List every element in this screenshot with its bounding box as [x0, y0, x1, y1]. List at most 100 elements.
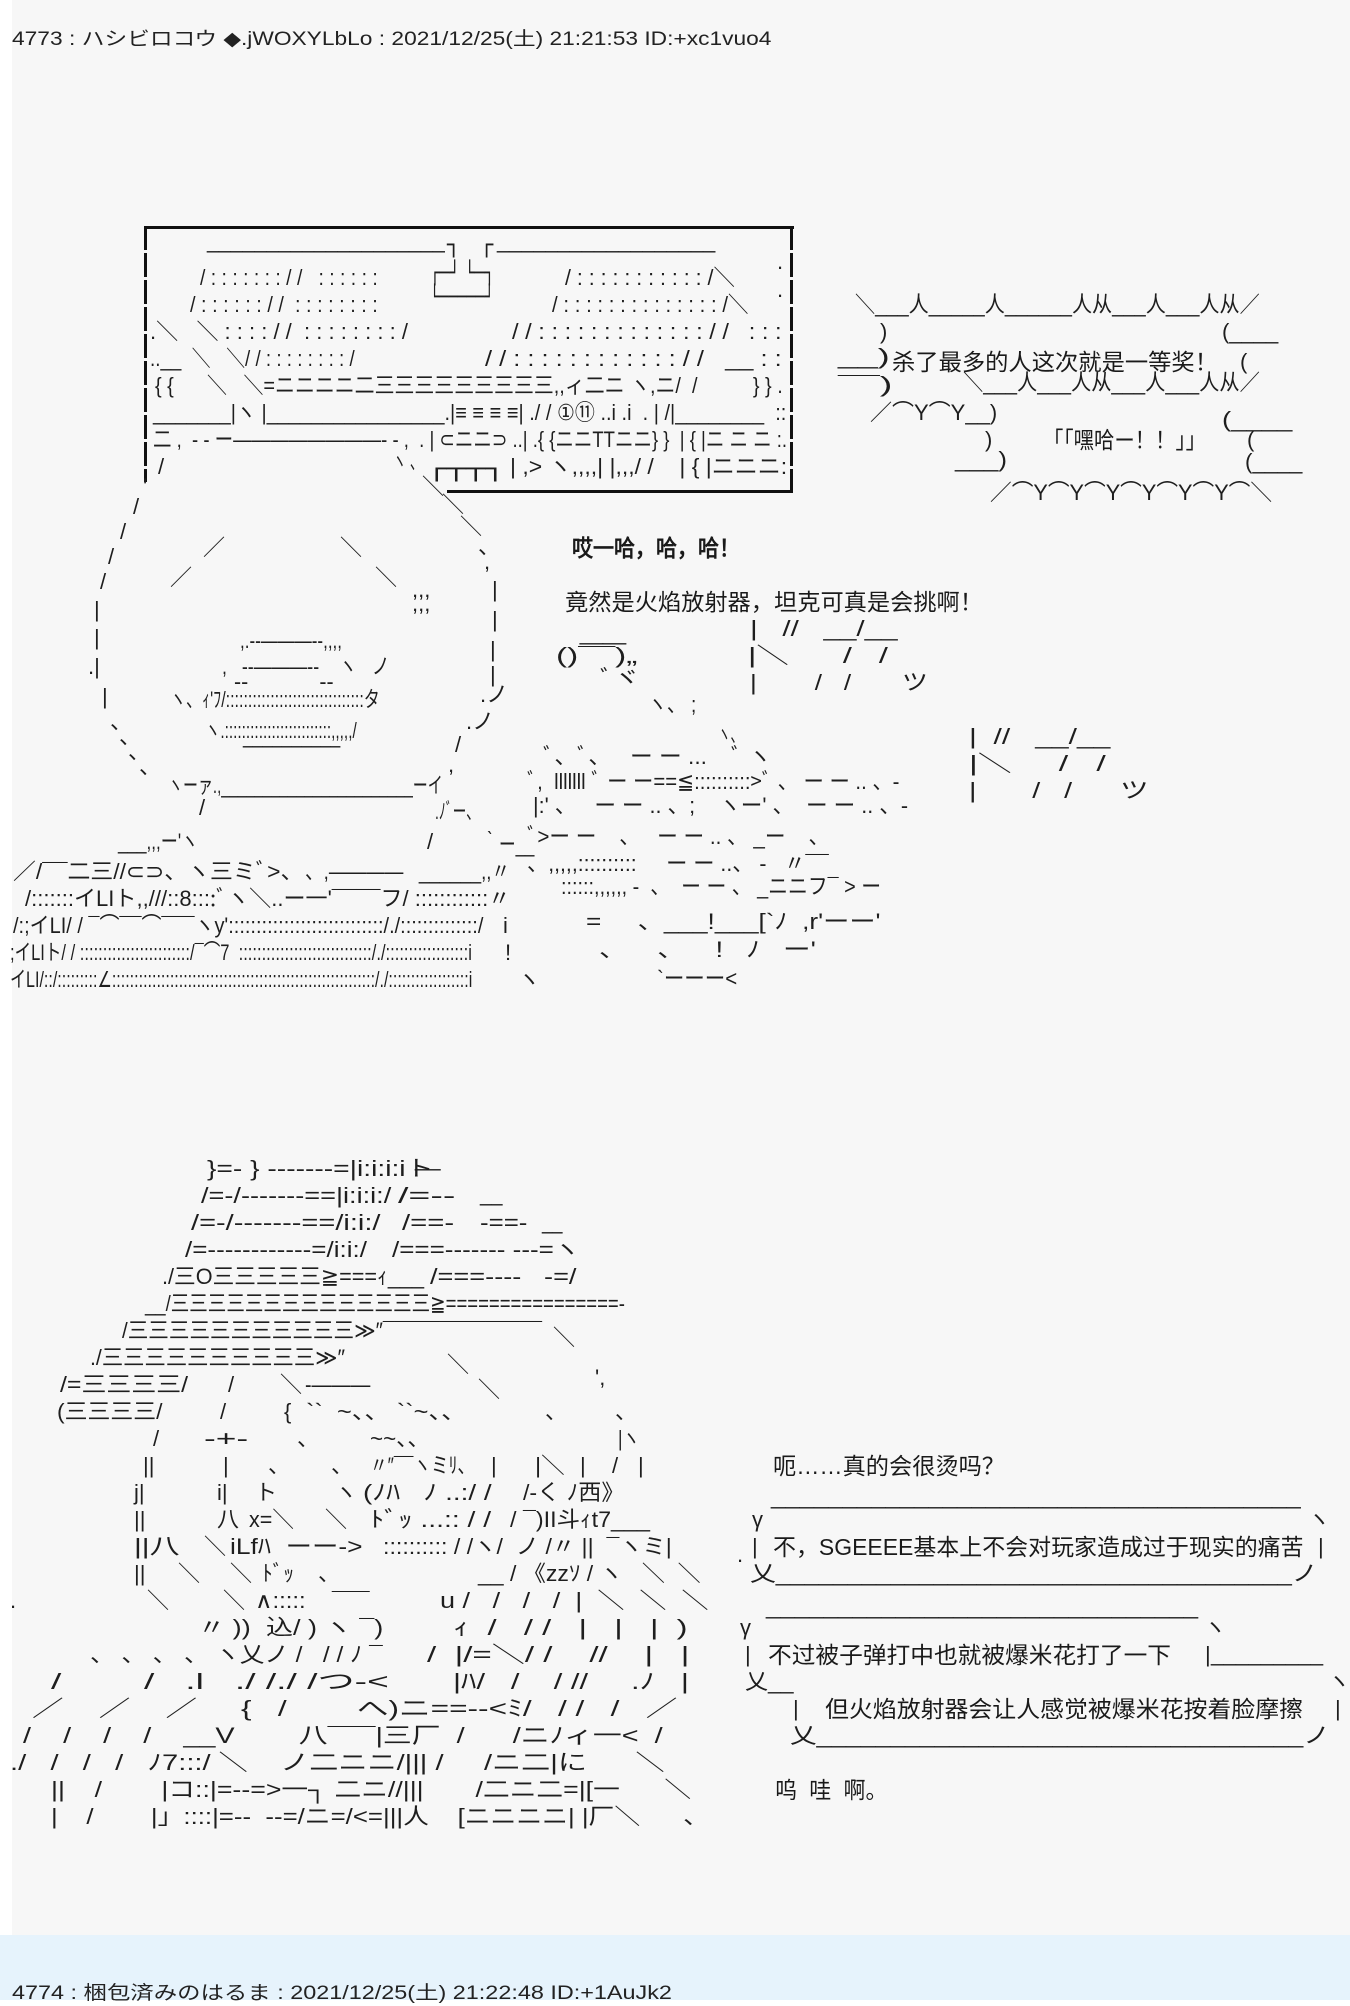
- character-art: /: [220, 1399, 227, 1424]
- character-art: /: [612, 1453, 619, 1478]
- reply-bubble-border: _____________________________________: [771, 1484, 1301, 1509]
- character-art: `` ~、、 ``~、、: [306, 1399, 467, 1424]
- speech-bubble-border: (: [1240, 349, 1248, 374]
- character-art: 、 、 、 、 ヽ乂ノ / / / ﾉ ¯: [90, 1642, 383, 1667]
- user-id[interactable]: ID:+xc1vuo4: [644, 29, 772, 50]
- face-outline: ,: [448, 752, 455, 777]
- reply-bubble-border: 乂_________________________________ノ: [790, 1723, 1330, 1748]
- face-outline: .ノ: [466, 709, 495, 734]
- character-art: / / / / __V 八¯¯¯|三厂 / /ニﾉィ一< /: [23, 1723, 663, 1748]
- character-art: -+-: [204, 1426, 249, 1451]
- character-art: 、: [331, 1453, 354, 1478]
- ascii-art-fragment: /: [158, 454, 165, 479]
- character-art: -==-: [480, 1210, 528, 1235]
- face-outline: |: [492, 577, 498, 602]
- face-outline: ___,,,ー'ヽ: [118, 829, 199, 854]
- character-art: ./三三三三三三三三三三≫″: [90, 1345, 346, 1370]
- character-art: {: [284, 1399, 292, 1424]
- reply-bubble-border: ヽ: [1204, 1615, 1227, 1640]
- mouth: ヽ.:::::::::::::::::::::::::,,,,,/: [205, 718, 357, 743]
- character-art: |ﾊ/ / / // .ﾉ |: [453, 1669, 689, 1694]
- character-art: ＼: [478, 1377, 501, 1402]
- face-outline: ,: [484, 549, 491, 574]
- dialogue-remark: 竟然是火焰放射器，坦克可真是会挑啊！: [565, 589, 983, 615]
- character-art: ||八: [134, 1534, 180, 1559]
- face-outline: ＼: [460, 514, 483, 539]
- character-art: 八: [217, 1507, 240, 1532]
- flamethrower-art: i: [503, 913, 508, 938]
- character-art: /=三三三三/: [60, 1372, 189, 1397]
- post-number[interactable]: 4773: [12, 29, 63, 50]
- post-body-background: [12, 0, 1350, 1935]
- character-art: /三三三三三三三三三三三≫″¯¯¯¯¯¯¯¯¯¯¯¯¯¯: [122, 1318, 543, 1343]
- ascii-art-fragment: | ,> ヽ,,,,| |,,,/ / | { |ニニニ:: [510, 454, 788, 479]
- character-art: ﾄﾞｯ ...:: / /: [370, 1507, 492, 1532]
- character-art: 、: [268, 1453, 291, 1478]
- flame-art: ﾞヾ: [600, 666, 641, 691]
- author-name: ハシビロコウ: [81, 29, 218, 50]
- speech-bubble-border: ／⌒Y⌒Y⌒Y⌒Y⌒Y⌒Y⌒＼: [990, 480, 1273, 505]
- character-art: ﾄﾞｯ: [262, 1561, 295, 1586]
- face-outline: ＼: [422, 474, 445, 499]
- character-art: /=--: [398, 1183, 456, 1208]
- ascii-art-fragment: ヽ 、: [393, 449, 424, 474]
- character-art: (三三三三/: [57, 1399, 163, 1424]
- reply-bubble-border: |: [1205, 1642, 1211, 1667]
- flame-art: |:' 、 ー ー .. 、; ヽー' 、 ー ー .. 、-: [533, 793, 909, 818]
- flamethrower-art: ;イLIト/ / ::::::::::::::::::::::::/¯⌒7 ::…: [10, 940, 472, 965]
- speech-bubble-border: ／⌒Y⌒Y__): [870, 400, 998, 425]
- face-outline: 、: [478, 534, 501, 559]
- character-art: ト: [255, 1480, 278, 1505]
- dialogue-reply1: 不，SGEEEE基本上不会对玩家造成过于现实的痛苦: [773, 1534, 1304, 1560]
- frame-border-right: [790, 226, 793, 493]
- character-art: /-く ﾉ西》: [523, 1480, 625, 1505]
- post-datetime: 2021/12/25(土) 21:21:53: [391, 29, 639, 50]
- character-art: ＼: [325, 1507, 348, 1532]
- character-art: ¯¯: [332, 1588, 370, 1613]
- face-outline: .ノ: [480, 682, 509, 707]
- flamethrower-art: ヽ: [518, 967, 541, 992]
- mouth: ヽ、ｨ'ﾌ/:::::::::::::::::::::::::::::::タ: [170, 687, 380, 712]
- ascii-art-fragment: __________________: [497, 228, 716, 253]
- reply-bubble-border: _________: [1211, 1641, 1324, 1666]
- character-art: .: [10, 1588, 17, 1613]
- dialogue-question: 呃……真的会很烫吗？: [773, 1453, 1005, 1479]
- character-art: ＼: [204, 1534, 227, 1559]
- speech-bubble-border: (____: [1222, 319, 1279, 344]
- ascii-art-fragment: .: [777, 277, 784, 302]
- ascii-art-fragment: ┌─┘ └─┐: [430, 261, 495, 286]
- face-outline: 、: [128, 739, 151, 764]
- character-art: 〃″¯¯ヽミﾘ、: [370, 1453, 476, 1478]
- speech-bubble-border: (____: [1245, 449, 1303, 474]
- face-outline: /: [199, 795, 206, 820]
- character-art: |: [491, 1453, 497, 1478]
- character-art: / ¯)II斗ｨt7___: [510, 1507, 650, 1532]
- ascii-art-fragment: / : : : : : : : / / : : : : : :: [200, 265, 378, 290]
- character-art: }=- } -------=|i:i:i:iト: [207, 1156, 434, 1181]
- header-separator: :: [68, 29, 76, 50]
- mouth: -- --: [234, 669, 334, 694]
- face-outline: ＼: [442, 492, 465, 517]
- character-art: ＼: [178, 1561, 201, 1586]
- character-art: /===---- -=/: [430, 1264, 577, 1289]
- reply-bubble-border: γ: [752, 1507, 763, 1532]
- ascii-art-fragment: ____________________: [207, 228, 445, 253]
- ascii-art-fragment: / / : : : : : : : : : : : : : / / : : :: [512, 319, 782, 344]
- flame-art: __: [580, 620, 626, 645]
- reply-bubble-border: |: [745, 1642, 751, 1667]
- dialogue-reply2a: 不过被子弹打中也就被爆米花打了一下: [768, 1642, 1171, 1668]
- face-chin: ヽーァ.,_______________________ーイ: [168, 773, 443, 798]
- face-outline: .ﾉﾞー、: [435, 799, 480, 824]
- character-art: 〃 )) 込/ ) ヽ ¯): [198, 1615, 384, 1640]
- speech-bubble-border: ＼___人___人从___人___人从／: [963, 370, 1260, 395]
- character-art: ＼: [147, 1588, 170, 1613]
- speech-bubble-border: ＼___人_____人______人从___人___人从／: [855, 292, 1260, 317]
- ascii-art-fragment: 二 , - - ー――――――――- - , . | ⊂ニニ⊃ ..| .{ {…: [153, 427, 788, 452]
- face-outline: 、: [110, 709, 133, 734]
- face-outline: /: [427, 829, 434, 854]
- flame-art: = 、___!___[`ﾉ ,r'ーー': [586, 909, 881, 934]
- reply-bubble-border: 乂____________________________________ノ: [750, 1561, 1318, 1586]
- character-art: i|: [217, 1480, 228, 1505]
- character-art: ||: [134, 1561, 146, 1586]
- mouth: __________: [243, 723, 341, 748]
